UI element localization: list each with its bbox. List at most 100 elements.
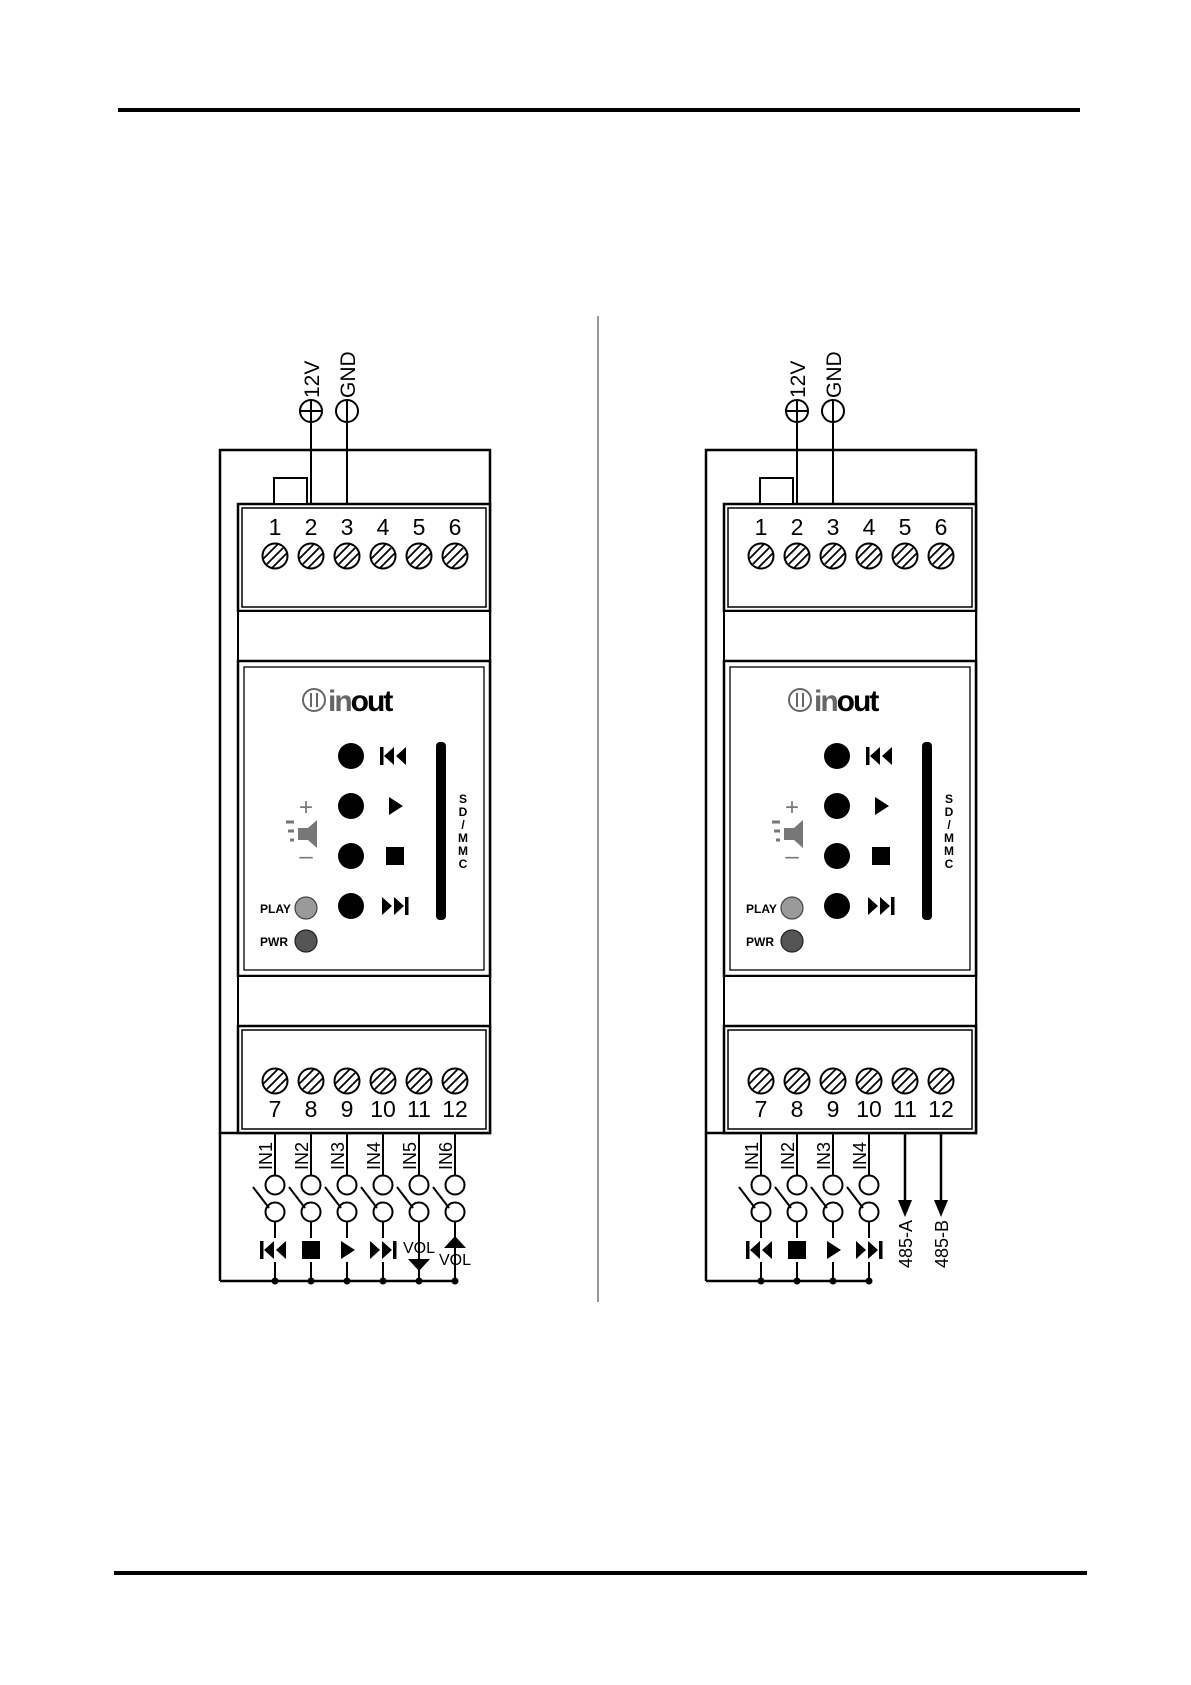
input-label: IN3 xyxy=(328,1142,348,1170)
stop-square xyxy=(386,847,404,865)
stop-icon xyxy=(788,1241,806,1259)
output-arrow-icon xyxy=(898,1200,912,1217)
terminal-number: 2 xyxy=(305,514,318,540)
terminal-screw xyxy=(893,1069,918,1094)
input-label: IN3 xyxy=(814,1142,834,1170)
terminal-screw xyxy=(929,544,954,569)
switch-contact xyxy=(860,1203,879,1222)
stop-square xyxy=(872,847,890,865)
output-485-b: 485-B xyxy=(932,1133,952,1268)
sd-card-label: D xyxy=(459,805,468,819)
terminal-number: 11 xyxy=(893,1096,917,1122)
input-label: IN1 xyxy=(256,1142,276,1170)
lower-housing-rail xyxy=(724,976,976,1026)
front-button xyxy=(824,893,850,919)
stop-icon xyxy=(872,847,890,865)
terminal-screw xyxy=(821,544,846,569)
prev-bar xyxy=(746,1241,750,1259)
lower-housing-rail xyxy=(238,976,490,1026)
module-diagram-left: 12VGND123456inout+–PLAYPWRSD/MMC78910111… xyxy=(220,351,490,1284)
input-label: IN1 xyxy=(742,1142,762,1170)
sd-card-label: M xyxy=(458,831,468,845)
power-ground-label: GND xyxy=(823,351,846,398)
switch-contact xyxy=(374,1203,393,1222)
switch-contact xyxy=(446,1203,465,1222)
terminal-screw xyxy=(371,544,396,569)
sd-card-label: S xyxy=(459,792,467,806)
terminal-screw xyxy=(785,1069,810,1094)
switch-contact xyxy=(860,1176,879,1195)
terminal-screw xyxy=(443,544,468,569)
input-label: IN4 xyxy=(364,1142,384,1170)
switch-contact xyxy=(266,1203,285,1222)
switch-contact xyxy=(410,1203,429,1222)
volume-plus-label: + xyxy=(785,794,799,821)
terminal-number: 5 xyxy=(413,514,426,540)
play-led-label: PLAY xyxy=(746,902,777,916)
icon-backdrop xyxy=(745,1238,777,1262)
pwr-led xyxy=(781,930,803,952)
sd-card-slot xyxy=(436,742,446,920)
switch-contact xyxy=(788,1176,807,1195)
front-button xyxy=(338,743,364,769)
next-bar xyxy=(891,897,895,915)
switch-contact xyxy=(446,1176,465,1195)
switch-contact xyxy=(752,1203,771,1222)
terminal-tab xyxy=(760,478,793,504)
terminal-tab xyxy=(274,478,307,504)
volume-minus-label: – xyxy=(785,843,799,870)
stop-square xyxy=(302,1241,320,1259)
icon-backdrop xyxy=(259,1238,291,1262)
input-in3: IN3 xyxy=(811,1133,849,1285)
terminal-number: 3 xyxy=(341,514,354,540)
prev-bar xyxy=(260,1241,264,1259)
switch-contact xyxy=(824,1176,843,1195)
terminal-screw xyxy=(893,544,918,569)
terminal-screw xyxy=(299,544,324,569)
input-label: IN2 xyxy=(292,1142,312,1170)
terminal-screw xyxy=(371,1069,396,1094)
logo-text: inout xyxy=(328,685,393,718)
output-arrow-icon xyxy=(934,1200,948,1217)
terminal-screw xyxy=(857,1069,882,1094)
terminal-number: 8 xyxy=(791,1096,804,1122)
input-label: IN2 xyxy=(778,1142,798,1170)
terminal-number: 7 xyxy=(755,1096,768,1122)
switch-contact xyxy=(824,1203,843,1222)
prev-bar xyxy=(866,747,870,765)
volume-plus-label: + xyxy=(299,794,313,821)
switch-contact xyxy=(374,1176,393,1195)
stop-icon xyxy=(386,847,404,865)
stop-icon xyxy=(302,1241,320,1259)
switch-contact xyxy=(752,1176,771,1195)
switch-contact xyxy=(302,1203,321,1222)
sd-card-label: M xyxy=(944,831,954,845)
terminal-number: 8 xyxy=(305,1096,318,1122)
terminal-number: 4 xyxy=(863,514,876,540)
input-in4: IN4 xyxy=(361,1133,399,1285)
terminal-number: 5 xyxy=(899,514,912,540)
terminal-number: 11 xyxy=(407,1096,431,1122)
terminal-screw xyxy=(407,1069,432,1094)
switch-contact xyxy=(410,1176,429,1195)
terminal-screw xyxy=(785,544,810,569)
output-485-a: 485-A xyxy=(896,1133,916,1268)
terminal-number: 2 xyxy=(791,514,804,540)
input-in4: IN4 xyxy=(847,1133,885,1285)
terminal-screw xyxy=(407,544,432,569)
logo-prefix: in xyxy=(814,685,837,718)
upper-housing-rail xyxy=(238,611,490,661)
next-bar xyxy=(879,1241,883,1259)
terminal-number: 6 xyxy=(935,514,948,540)
terminal-screw xyxy=(749,544,774,569)
sd-card-label: D xyxy=(945,805,954,819)
terminal-screw xyxy=(857,544,882,569)
sd-card-label: M xyxy=(458,844,468,858)
terminal-screw xyxy=(263,1069,288,1094)
terminal-number: 12 xyxy=(928,1096,954,1122)
sd-card-label: C xyxy=(459,857,468,871)
input-in2: IN2 xyxy=(775,1133,813,1285)
switch-contact xyxy=(338,1176,357,1195)
terminal-screw xyxy=(263,544,288,569)
